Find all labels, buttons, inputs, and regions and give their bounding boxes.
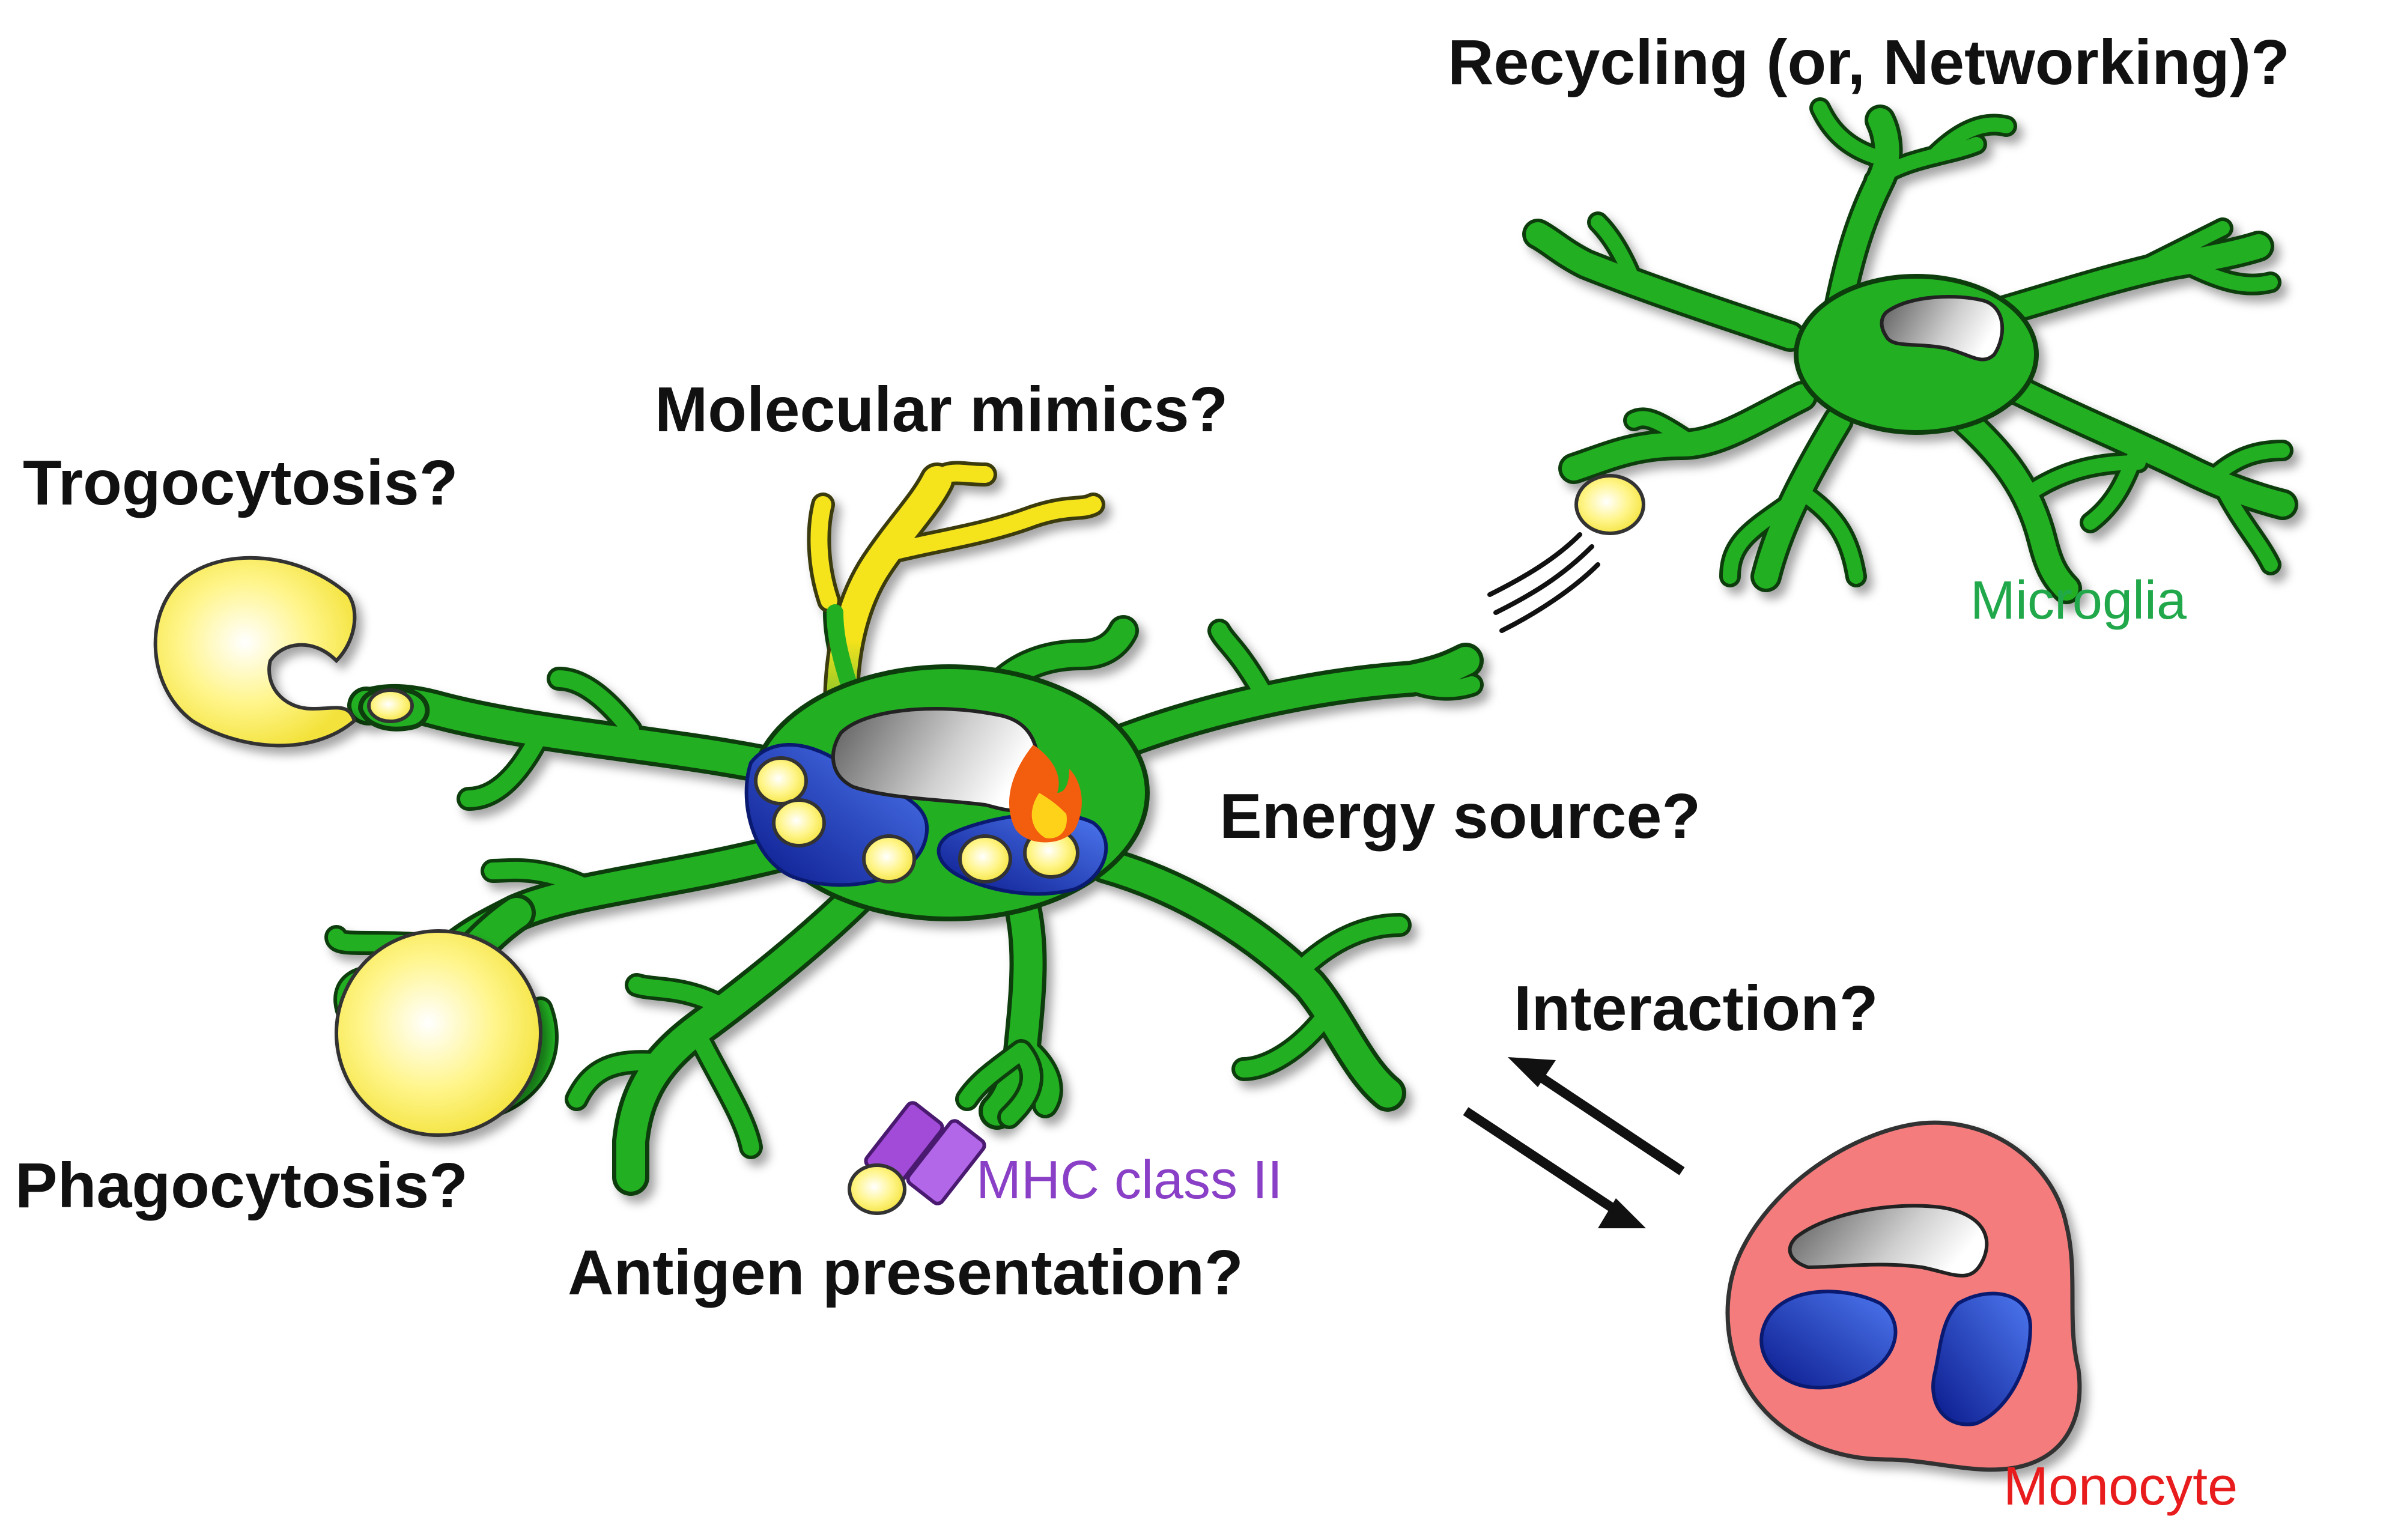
recipient-microglia-nucleus [1880,295,2005,362]
molecular-mimics-label: Molecular mimics? [655,374,1228,445]
flame-icon [1009,745,1082,843]
debris-particle [958,834,1012,884]
antigen-presentation-scene [848,1039,1044,1215]
debris-particle [862,834,916,884]
monocyte-lobe-right [1931,1291,2033,1426]
monocyte-nucleus-granule [1788,1204,1989,1278]
recipient-microglia-cell [1522,97,2298,604]
monocyte-body [1725,1120,2082,1472]
question-labels: Recycling (or, Networking)? Molecular mi… [15,27,2290,1308]
motion-lines [1487,532,1600,633]
trogocytosis-scene [153,556,430,748]
mhc-class-ii-label: MHC class II [976,1150,1283,1210]
debris-particle [772,798,826,847]
monocyte-cell [1725,1120,2082,1472]
transfer-scene [1487,474,1645,633]
trogocytosis-target [153,556,357,748]
energy-source-label: Energy source? [1219,781,1701,852]
monocyte-lobe-left [1759,1290,1898,1390]
monocyte-label: Monocyte [2003,1457,2238,1517]
interaction-label: Interaction? [1514,973,1878,1044]
phagocytosis-label: Phagocytosis? [15,1150,468,1221]
trogocytosis-fragment [367,688,414,723]
antigen-peptide [848,1163,906,1215]
trogocytosis-label: Trogocytosis? [23,447,458,518]
phagocytosis-target [335,929,542,1137]
transferred-particle [1574,474,1645,535]
arrow-to-monocyte [1463,1107,1619,1214]
cell-labels: Microglia MHC class II Monocyte [976,571,2238,1517]
recycling-label: Recycling (or, Networking)? [1448,27,2290,98]
interaction-arrows [1463,1057,1685,1228]
arrow-to-microglia [1535,1071,1685,1175]
debris-particle [754,756,808,805]
microglia-label: Microglia [1970,571,2187,631]
phagocytosis-scene [333,894,559,1137]
antigen-presentation-label: Antigen presentation? [568,1237,1243,1308]
